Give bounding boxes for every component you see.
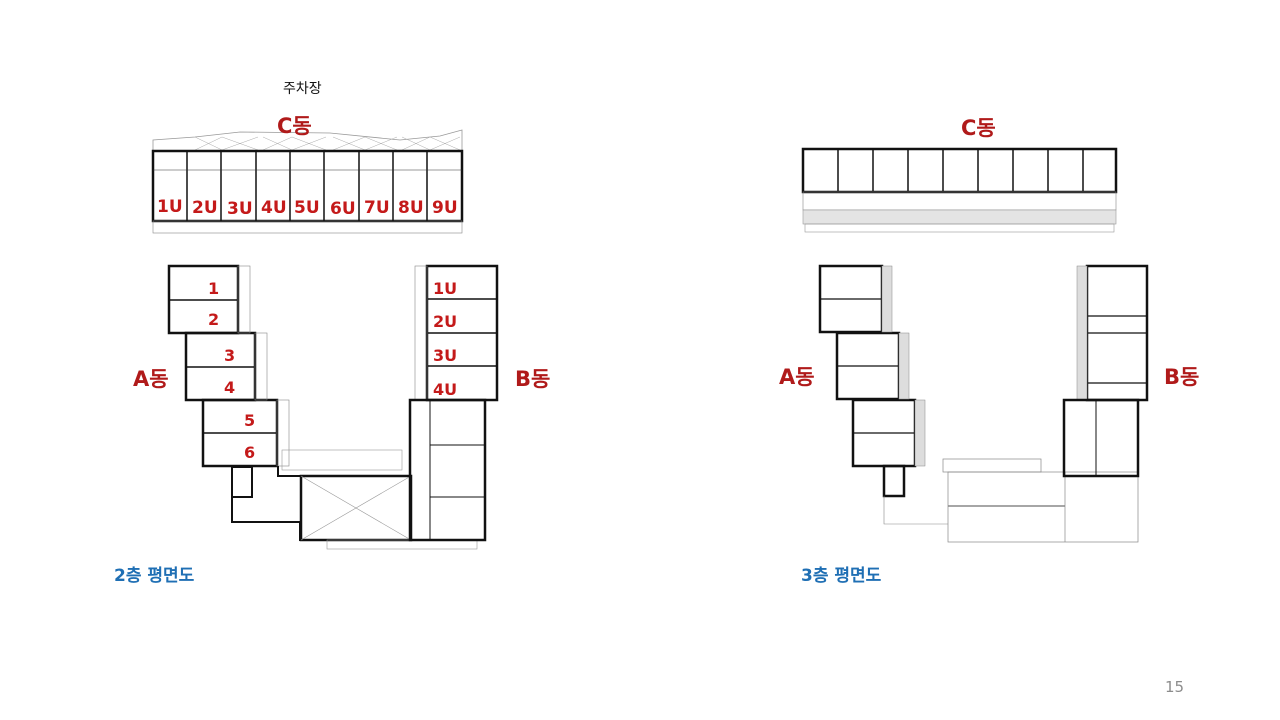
floor2-a-unit-labels: 1 2 3 4 5 6 — [208, 279, 255, 462]
unit-label: 4U — [433, 380, 457, 399]
unit-label: 2U — [433, 312, 457, 331]
unit-label: 6U — [330, 199, 356, 219]
unit-label: 8U — [398, 198, 424, 218]
floor3-a-building-label: A동 — [779, 365, 815, 389]
unit-label: 9U — [432, 198, 458, 218]
floor2-center-hall-plan — [281, 449, 478, 550]
unit-label: 2 — [208, 310, 219, 329]
floor3-center-roof-plan — [942, 458, 1139, 543]
page-number: 15 — [1165, 678, 1185, 696]
unit-label: 3U — [433, 346, 457, 365]
floor2-c-unit-labels: 1U 2U 3U 4U 5U 6U 7U 8U 9U — [157, 197, 458, 219]
unit-label: 3U — [227, 199, 253, 219]
unit-label: 2U — [192, 198, 218, 218]
unit-label: 3 — [224, 346, 235, 365]
floor2-plan-title: 2층 평면도 — [114, 566, 195, 586]
unit-label: 6 — [244, 443, 255, 462]
floor2-c-building-label: C동 — [277, 114, 312, 138]
unit-label: 7U — [364, 198, 390, 218]
floor3-b-building-label: B동 — [1164, 365, 1200, 389]
floor3-plan-title: 3층 평면도 — [801, 566, 882, 586]
unit-label: 1 — [208, 279, 219, 298]
floor2-b-building-plan — [408, 264, 499, 542]
floor2-b-unit-labels: 1U 2U 3U 4U — [433, 279, 457, 399]
floor3-b-building-plan — [1062, 264, 1149, 478]
floor2-c-building-plan — [151, 129, 464, 234]
floor3-c-building-label: C동 — [961, 116, 996, 140]
floor3-c-building-plan — [801, 147, 1118, 233]
floor2-a-building-plan — [167, 264, 411, 541]
floor3-a-building-plan — [818, 264, 948, 525]
unit-label: 5U — [294, 198, 320, 218]
unit-label: 1U — [433, 279, 457, 298]
unit-label: 5 — [244, 411, 255, 430]
parking-lot-label: 주차장 — [283, 81, 322, 97]
floor2-a-building-label: A동 — [133, 367, 169, 391]
unit-label: 4U — [261, 198, 287, 218]
unit-label: 1U — [157, 197, 183, 217]
unit-label: 4 — [224, 378, 235, 397]
floor2-b-building-label: B동 — [515, 367, 551, 391]
